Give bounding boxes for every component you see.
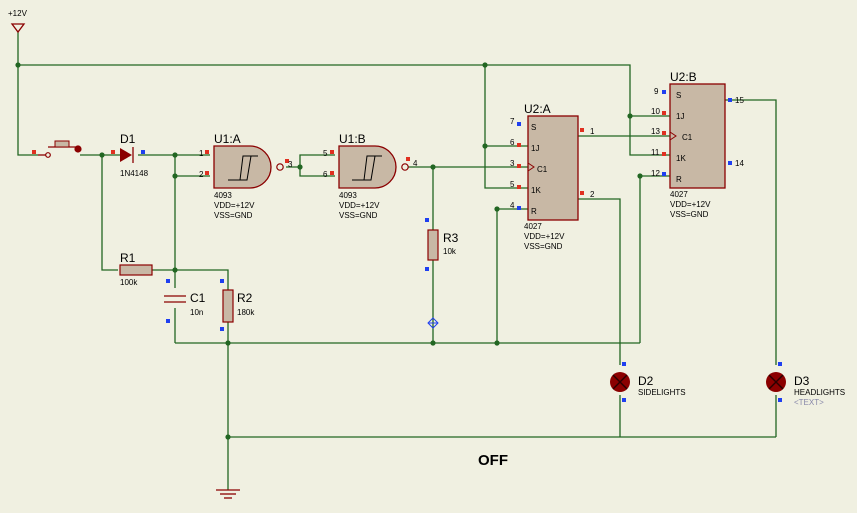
u2a-vss: VSS=GND	[524, 242, 563, 251]
resistor-r1[interactable]: R1 100k	[119, 251, 153, 287]
u1b-pin-4: 4	[413, 159, 418, 168]
u2a-pin-2: 2	[590, 190, 595, 199]
push-switch[interactable]	[32, 140, 82, 158]
u2b-vss: VSS=GND	[670, 210, 709, 219]
u1b-type: 4093	[339, 191, 357, 200]
u2b-pin-9: 9	[654, 87, 659, 96]
r1-ref: R1	[120, 251, 136, 265]
u2b-pin-name-1k: 1K	[676, 154, 686, 163]
d2-ref: D2	[638, 374, 654, 388]
u2a-type: 4027	[524, 222, 542, 231]
lamp-d2[interactable]: D2 SIDELIGHTS	[610, 362, 686, 402]
nand-gate-u1a[interactable]: 1 2 3 U1:A 4093 VDD=+12V VSS=GND	[199, 132, 293, 220]
d3-extra: <TEXT>	[794, 398, 824, 407]
junction-dots	[15, 62, 643, 440]
u2b-pin-14: 14	[735, 159, 744, 168]
r3-ref: R3	[443, 231, 459, 245]
u1b-vdd: VDD=+12V	[339, 201, 380, 210]
u1a-ref: U1:A	[214, 132, 241, 146]
u2b-pin-13: 13	[651, 127, 660, 136]
u1a-vdd: VDD=+12V	[214, 201, 255, 210]
flipflop-u2b[interactable]: S 1J C1 1K R 9 10 13 11 12 15 14 U2:B 40…	[651, 70, 744, 219]
d3-value: HEADLIGHTS	[794, 388, 845, 397]
u1a-pin-2: 2	[199, 170, 204, 179]
u2a-pin-5: 5	[510, 180, 515, 189]
c1-ref: C1	[190, 291, 206, 305]
u2b-ref: U2:B	[670, 70, 697, 84]
r1-value: 100k	[120, 278, 138, 287]
d3-ref: D3	[794, 374, 810, 388]
u2b-type: 4027	[670, 190, 688, 199]
u2a-pin-name-c1: C1	[537, 165, 548, 174]
u2a-pin-3: 3	[510, 159, 515, 168]
u1a-type: 4093	[214, 191, 232, 200]
r2-ref: R2	[237, 291, 253, 305]
vcc-terminal[interactable]: +12V	[8, 9, 28, 34]
lamp-d3[interactable]: D3 HEADLIGHTS <TEXT>	[766, 362, 845, 407]
u2b-vdd: VDD=+12V	[670, 200, 711, 209]
u2a-vdd: VDD=+12V	[524, 232, 565, 241]
u2b-pin-name-s: S	[676, 91, 681, 100]
d1-ref: D1	[120, 132, 136, 146]
capacitor-c1[interactable]: C1 10n	[164, 279, 206, 323]
u2b-pin-10: 10	[651, 107, 660, 116]
resistor-r3[interactable]: R3 10k	[425, 218, 459, 271]
u2a-pin-4: 4	[510, 201, 515, 210]
probe-marker[interactable]	[427, 317, 439, 329]
u2a-pin-name-1k: 1K	[531, 186, 541, 195]
u1b-pin-5: 5	[323, 149, 328, 158]
u1a-pin-3: 3	[288, 160, 293, 169]
c1-value: 10n	[190, 308, 203, 317]
vcc-label: +12V	[8, 9, 28, 18]
u2b-pin-11: 11	[651, 148, 660, 157]
d2-value: SIDELIGHTS	[638, 388, 686, 397]
u2a-pin-1: 1	[590, 127, 595, 136]
u2a-ref: U2:A	[524, 102, 551, 116]
u2b-pin-name-1j: 1J	[676, 112, 684, 121]
u2b-pin-name-c1: C1	[682, 133, 693, 142]
u2b-pin-15: 15	[735, 96, 744, 105]
diode-d1[interactable]: D1 1N4148	[111, 132, 149, 178]
u2b-pin-name-r: R	[676, 175, 682, 184]
flipflop-u2a[interactable]: S 1J C1 1K R 7 6 3 5 4 1 2 U2:A 4027 VDD…	[510, 102, 595, 251]
d1-value: 1N4148	[120, 169, 149, 178]
u1b-pin-6: 6	[323, 170, 328, 179]
u1a-pin-1: 1	[199, 149, 204, 158]
status-label: OFF	[478, 452, 508, 469]
ground-symbol	[216, 489, 240, 499]
r3-value: 10k	[443, 247, 457, 256]
u2a-pin-7: 7	[510, 117, 515, 126]
u2a-pin-6: 6	[510, 138, 515, 147]
nand-gate-u1b[interactable]: 5 6 4 U1:B 4093 VDD=+12V VSS=GND	[323, 132, 418, 220]
u2a-pin-name-r: R	[531, 207, 537, 216]
u2a-pin-name-1j: 1J	[531, 144, 539, 153]
u2b-pin-12: 12	[651, 169, 660, 178]
r2-value: 180k	[237, 308, 255, 317]
resistor-r2[interactable]: R2 180k	[220, 279, 255, 331]
u1a-vss: VSS=GND	[214, 211, 253, 220]
u2a-pin-name-s: S	[531, 123, 536, 132]
u1b-ref: U1:B	[339, 132, 366, 146]
u1b-vss: VSS=GND	[339, 211, 378, 220]
